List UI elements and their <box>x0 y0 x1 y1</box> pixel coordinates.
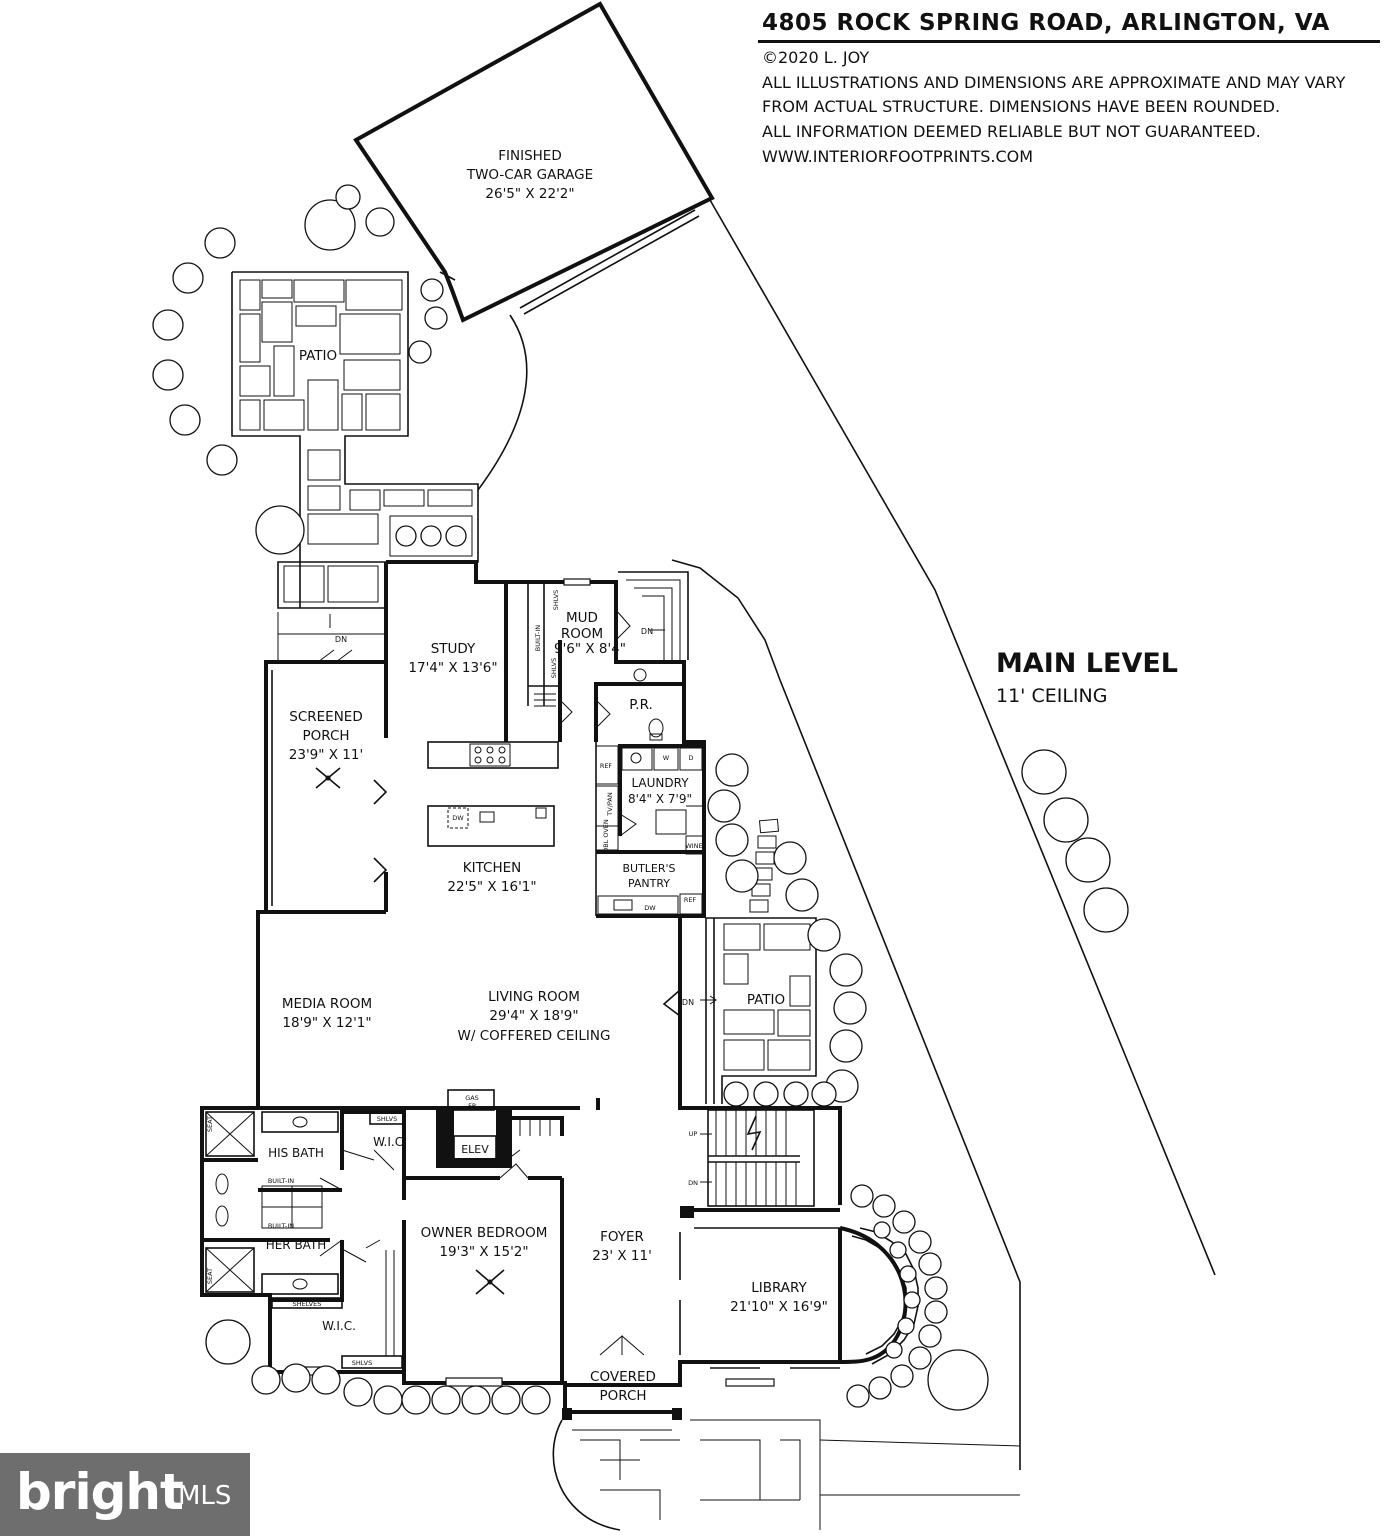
mud-room-label-1: MUD <box>566 610 598 626</box>
seat-label-2: SEAT <box>206 1268 214 1284</box>
title-underline <box>758 40 1380 43</box>
kitchen-label-1: KITCHEN <box>463 860 522 876</box>
owner-bedroom-label-2: 19'3" X 15'2" <box>439 1244 528 1260</box>
level-name: MAIN LEVEL <box>996 648 1178 679</box>
garage-label-2: TWO-CAR GARAGE <box>466 167 593 183</box>
trees <box>152 184 1129 1415</box>
patio-north-label: PATIO <box>299 348 337 364</box>
wine-label: WINE <box>685 842 702 850</box>
planter-shrubs <box>395 525 467 547</box>
her-bath-label: HER BATH <box>266 1238 327 1252</box>
media-room-label-2: 18'9" X 12'1" <box>282 1015 371 1031</box>
covered-porch-label-2: PORCH <box>599 1388 646 1404</box>
garage-label-1: FINISHED <box>498 148 561 164</box>
garage <box>353 1 715 323</box>
built-in-his-label: BUILT-IN <box>268 1177 294 1185</box>
laundry <box>618 744 705 855</box>
foyer-label-2: 23' X 11' <box>592 1248 652 1264</box>
level-ceiling: 11' CEILING <box>996 685 1108 707</box>
laundry-label-2: 8'4" X 7'9" <box>628 792 692 806</box>
copyright-line: ©2020 L. JOY <box>762 48 870 67</box>
screened-porch-label-3: 23'9" X 11' <box>289 747 363 763</box>
living-room-label-3: W/ COFFERED CEILING <box>458 1028 611 1044</box>
powder-room-label: P.R. <box>629 697 653 713</box>
mud-room-label-3: 9'6" X 8'4" <box>554 641 626 657</box>
laundry-label-1: LAUNDRY <box>631 776 689 790</box>
shelves-label: SHELVES <box>293 1300 322 1308</box>
patio-east <box>700 818 817 1104</box>
living-room-label-1: LIVING ROOM <box>488 989 580 1005</box>
patio-east-label: PATIO <box>747 992 785 1008</box>
dw-label-pantry: DW <box>644 904 656 912</box>
built-in-label-mud: BUILT-IN <box>534 625 542 651</box>
shlvs-label-mud-1: SHLVS <box>552 590 560 611</box>
his-bath-label: HIS BATH <box>268 1146 324 1160</box>
library-label-2: 21'10" X 16'9" <box>730 1299 828 1315</box>
fp-label: FP <box>468 1102 476 1110</box>
staircase <box>700 1109 841 1207</box>
screened-porch <box>271 612 384 906</box>
covered-porch <box>552 1408 821 1531</box>
built-in-her-label: BUILT-IN <box>268 1222 294 1230</box>
fireplace-elevator <box>436 1089 564 1168</box>
owner-bedroom-label-1: OWNER BEDROOM <box>421 1225 548 1241</box>
shlvs-label-wic-upper: SHLVS <box>377 1115 398 1123</box>
butlers-pantry-label-2: PANTRY <box>628 877 670 890</box>
living-room-label-2: 29'4" X 18'9" <box>489 1008 578 1024</box>
dbl-oven-label: DBL OVEN <box>602 819 610 853</box>
disclaimer-line-3: ALL INFORMATION DEEMED RELIABLE BUT NOT … <box>762 122 1261 141</box>
mud-room-label-2: ROOM <box>561 626 603 642</box>
study-label-2: 17'4" X 13'6" <box>408 660 497 676</box>
patio-north <box>231 271 479 609</box>
hedge-library <box>846 1184 948 1408</box>
dn-label-mud: DN <box>641 627 653 636</box>
ceiling-fan-icon <box>475 1269 505 1295</box>
bright-mls-watermark: bright MLS <box>0 1453 250 1536</box>
media-room-label-1: MEDIA ROOM <box>282 996 372 1012</box>
library-label-1: LIBRARY <box>751 1280 807 1296</box>
dn-label-living: DN <box>682 998 694 1007</box>
dryer-label: D <box>688 754 693 762</box>
dn-label-stair: DN <box>688 1179 698 1187</box>
ref-label-pantry: REF <box>684 896 697 904</box>
butlers-pantry <box>595 850 705 918</box>
property-lines <box>477 199 1216 1496</box>
watermark-brand: bright <box>16 1463 184 1521</box>
wic-lower-label: W.I.C. <box>322 1319 356 1333</box>
disclaimer-line-2: FROM ACTUAL STRUCTURE. DIMENSIONS HAVE B… <box>762 97 1281 116</box>
butlers-pantry-label-1: BUTLER'S <box>622 862 675 875</box>
gas-label: GAS <box>465 1094 479 1102</box>
up-label: UP <box>689 1130 698 1138</box>
screened-porch-label-2: PORCH <box>302 728 349 744</box>
garage-label-3: 26'5" X 22'2" <box>485 186 574 202</box>
foyer-walls <box>599 1206 840 1356</box>
seat-label-1: SEAT <box>206 1116 214 1132</box>
washer-label: W <box>663 754 670 762</box>
dw-label-kitchen: DW <box>452 814 464 822</box>
disclaimer-line-1: ALL ILLUSTRATIONS AND DIMENSIONS ARE APP… <box>762 73 1346 92</box>
website-line: WWW.INTERIORFOOTPRINTS.COM <box>762 147 1034 166</box>
address-title: 4805 ROCK SPRING ROAD, ARLINGTON, VA <box>762 10 1330 36</box>
watermark-suffix: MLS <box>178 1481 232 1511</box>
powder-room <box>594 668 685 742</box>
covered-porch-label-1: COVERED <box>590 1369 656 1385</box>
study-label-1: STUDY <box>431 641 476 657</box>
kitchen-label-2: 22'5" X 16'1" <box>447 879 536 895</box>
tvpan-label: TV/PAN <box>606 792 614 817</box>
study-walls <box>385 561 508 742</box>
screened-porch-label-1: SCREENED <box>289 709 362 725</box>
foyer-label-1: FOYER <box>600 1229 644 1245</box>
elevator-label: ELEV <box>461 1143 489 1156</box>
kitchen <box>373 741 619 883</box>
mud-room <box>527 571 689 742</box>
exterior-walls <box>200 560 842 1414</box>
ceiling-fan-icon <box>315 767 341 789</box>
ref-label-kitchen: REF <box>600 762 613 770</box>
wic-upper-label: W.I.C. <box>373 1135 407 1149</box>
dn-label-porch: DN <box>335 635 347 644</box>
shlvs-label-mud-2: SHLVS <box>550 658 558 679</box>
owner-suite <box>202 1106 564 1383</box>
shlvs-label-wic-lower: SHLVS <box>352 1359 373 1367</box>
